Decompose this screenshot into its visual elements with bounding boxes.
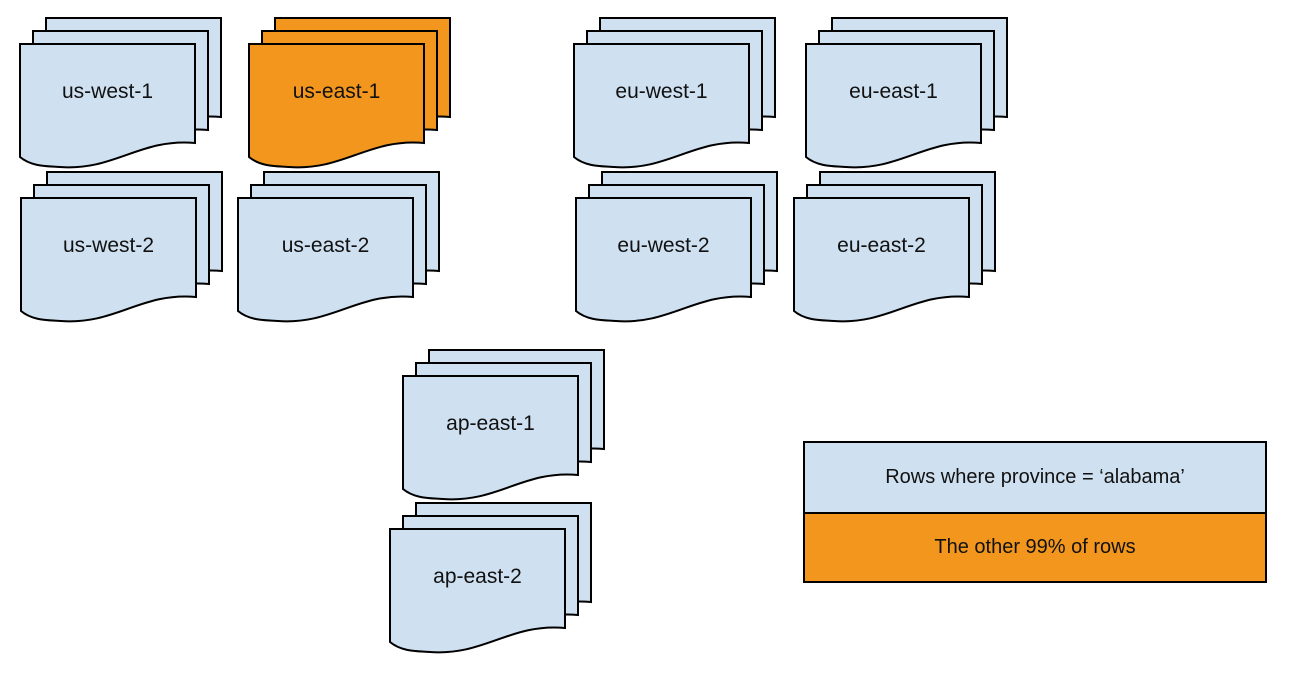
document-sheet-icon: [402, 375, 579, 501]
doc-stack-eu-east-1: eu-east-1: [805, 17, 1008, 172]
document-sheet-icon: [575, 197, 752, 323]
document-sheet-icon: [573, 43, 750, 169]
document-sheet-icon: [20, 197, 197, 323]
doc-stack-ap-east-2: ap-east-2: [389, 502, 592, 657]
doc-stack-us-east-1: us-east-1: [248, 17, 451, 172]
document-sheet-icon: [805, 43, 982, 169]
doc-stack-us-west-2: us-west-2: [20, 171, 223, 326]
legend-row-alabama: Rows where province = ‘alabama’: [805, 443, 1265, 512]
doc-stack-us-west-1: us-west-1: [19, 17, 222, 172]
doc-stack-eu-west-1: eu-west-1: [573, 17, 776, 172]
document-sheet-icon: [248, 43, 425, 169]
doc-stack-eu-east-2: eu-east-2: [793, 171, 996, 326]
doc-stack-us-east-2: us-east-2: [237, 171, 440, 326]
document-sheet-icon: [237, 197, 414, 323]
legend: Rows where province = ‘alabama’ The othe…: [803, 441, 1267, 583]
document-sheet-icon: [793, 197, 970, 323]
doc-stack-ap-east-1: ap-east-1: [402, 349, 605, 504]
doc-stack-eu-west-2: eu-west-2: [575, 171, 778, 326]
document-sheet-icon: [19, 43, 196, 169]
legend-row-other-rows: The other 99% of rows: [805, 512, 1265, 581]
document-sheet-icon: [389, 528, 566, 654]
